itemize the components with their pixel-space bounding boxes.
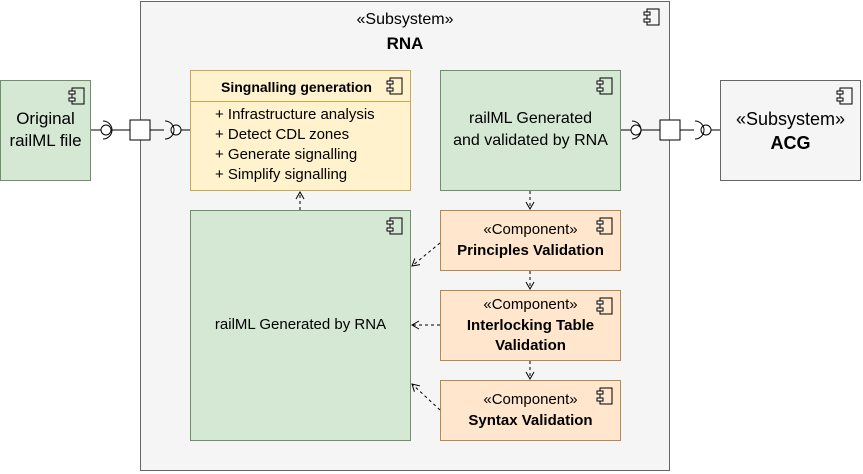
provided-interface-icon xyxy=(630,124,642,136)
syntax-stereotype: «Component» xyxy=(483,391,578,408)
principles-name: Principles Validation xyxy=(457,242,604,259)
generated-validated-line2: and validated by RNA xyxy=(453,132,608,149)
required-interface-icon xyxy=(164,120,175,140)
dependency-syntax-to-generated[interactable] xyxy=(411,383,441,411)
port-icon[interactable] xyxy=(129,119,151,141)
signalling-operations: + Infrastructure analysis + Detect CDL z… xyxy=(215,105,375,185)
left-interface-connector[interactable] xyxy=(91,119,190,141)
operation-item: + Infrastructure analysis xyxy=(215,106,375,123)
provided-interface-icon xyxy=(100,124,112,136)
component-icon xyxy=(596,217,613,235)
provided-interface-icon xyxy=(700,124,712,136)
interlocking-name-line2: Validation xyxy=(495,337,566,354)
operation-item: + Detect CDL zones xyxy=(215,126,350,143)
component-icon xyxy=(596,387,613,405)
signalling-divider xyxy=(191,101,410,102)
generated-validated-line1: railML Generated xyxy=(468,110,593,127)
dependency-principles-to-generated[interactable] xyxy=(411,242,441,267)
rna-title: RNA xyxy=(386,34,424,53)
interlocking-validation-component[interactable]: «Component» Interlocking Table Validatio… xyxy=(440,290,621,361)
interlocking-name-line1: Interlocking Table xyxy=(466,317,595,334)
signalling-generation-component[interactable]: Singnalling generation + Infrastructure … xyxy=(190,70,411,191)
original-line1: Original xyxy=(16,109,75,128)
railml-generated-validated-component[interactable]: railML Generated and validated by RNA xyxy=(440,70,621,191)
component-icon xyxy=(386,217,403,235)
operation-item: + Generate signalling xyxy=(215,146,358,163)
component-icon xyxy=(68,87,85,105)
syntax-name: Syntax Validation xyxy=(468,412,593,429)
component-icon xyxy=(386,77,403,95)
original-line2: railML file xyxy=(9,131,82,150)
component-icon xyxy=(596,77,613,95)
acg-title: ACG xyxy=(770,133,811,153)
principles-validation-component[interactable]: «Component» Principles Validation xyxy=(440,210,621,271)
rna-stereotype: «Subsystem» xyxy=(356,11,454,28)
acg-stereotype: «Subsystem» xyxy=(735,109,846,129)
syntax-validation-component[interactable]: «Component» Syntax Validation xyxy=(440,380,621,441)
port-icon[interactable] xyxy=(659,119,681,141)
original-railml-file-component[interactable]: Original railML file xyxy=(0,80,91,181)
signalling-title: Singnalling generation xyxy=(221,79,372,95)
principles-stereotype: «Component» xyxy=(483,221,578,238)
railml-generated-component[interactable]: railML Generated by RNA xyxy=(190,210,411,441)
provided-interface-icon xyxy=(170,124,182,136)
interlocking-stereotype: «Component» xyxy=(483,296,578,313)
acg-subsystem[interactable]: «Subsystem» ACG xyxy=(720,80,861,181)
right-interface-connector[interactable] xyxy=(621,119,720,141)
generated-label: railML Generated by RNA xyxy=(214,316,387,333)
required-interface-icon xyxy=(694,120,705,140)
component-icon xyxy=(596,297,613,315)
component-icon xyxy=(836,87,853,105)
operation-item: + Simplify signalling xyxy=(215,166,348,183)
component-icon xyxy=(643,8,660,26)
